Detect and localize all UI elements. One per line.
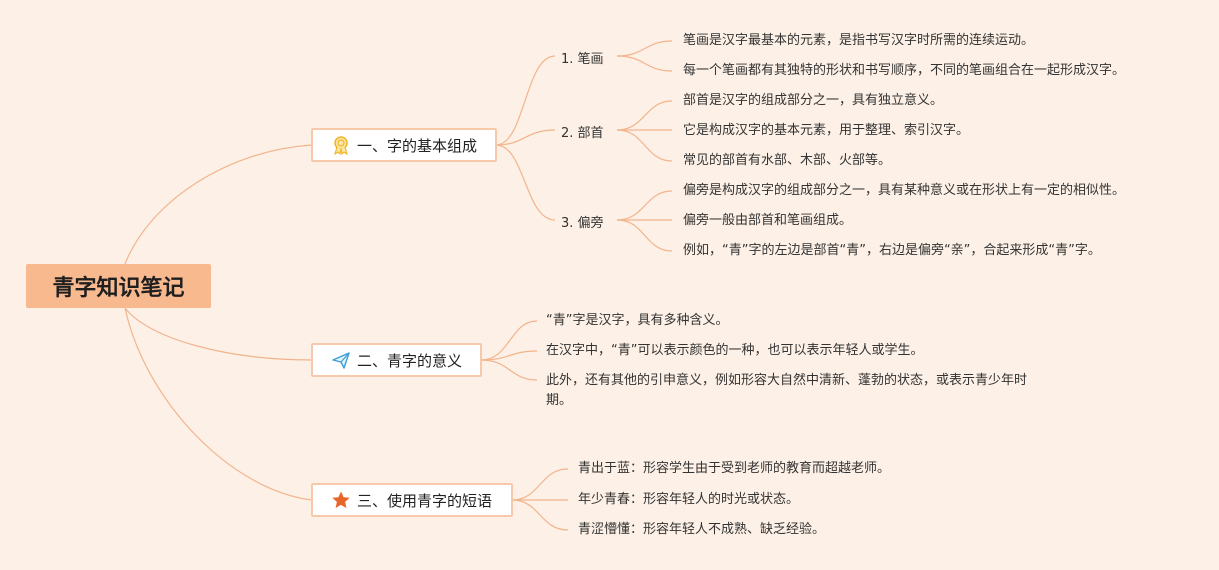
sub-node-strokes[interactable]: 1. 笔画 bbox=[561, 52, 604, 67]
award-ribbon-icon bbox=[331, 135, 351, 155]
sub-node-radicals[interactable]: 2. 部首 bbox=[561, 126, 604, 141]
leaf-item[interactable]: 青涩懵懂：形容年轻人不成熟、缺乏经验。 bbox=[578, 522, 826, 537]
leaf-item[interactable]: 它是构成汉字的基本元素，用于整理、索引汉字。 bbox=[683, 123, 970, 138]
leaf-item[interactable]: “青”字是汉字，具有多种含义。 bbox=[546, 313, 729, 328]
leaf-item[interactable]: 在汉字中，“青”可以表示颜色的一种，也可以表示年轻人或学生。 bbox=[546, 343, 924, 358]
branch-label: 一、字的基本组成 bbox=[357, 136, 478, 155]
leaf-item[interactable]: 常见的部首有水部、木部、火部等。 bbox=[683, 153, 892, 168]
leaf-item[interactable]: 每一个笔画都有其独特的形状和书写顺序，不同的笔画组合在一起形成汉字。 bbox=[683, 63, 1126, 78]
leaf-item[interactable]: 偏旁是构成汉字的组成部分之一，具有某种意义或在形状上有一定的相似性。 bbox=[683, 183, 1126, 198]
leaf-item[interactable]: 年少青春：形容年轻人的时光或状态。 bbox=[578, 492, 800, 507]
leaf-item[interactable]: 笔画是汉字最基本的元素，是指书写汉字时所需的连续运动。 bbox=[683, 33, 1035, 48]
branch-node-basic-components[interactable]: 一、字的基本组成 bbox=[311, 128, 497, 162]
branch-node-meaning[interactable]: 二、青字的意义 bbox=[311, 343, 482, 377]
branch-label: 二、青字的意义 bbox=[357, 351, 463, 370]
star-icon bbox=[331, 490, 351, 510]
root-node[interactable]: 青字知识笔记 bbox=[26, 264, 211, 308]
branch-node-phrases[interactable]: 三、使用青字的短语 bbox=[311, 483, 513, 517]
branch-label: 三、使用青字的短语 bbox=[357, 491, 493, 510]
root-title: 青字知识笔记 bbox=[52, 276, 185, 301]
leaf-item[interactable]: 例如，“青”字的左边是部首“青”，右边是偏旁“亲”，合起来形成“青”字。 bbox=[683, 243, 1101, 258]
leaf-item[interactable]: 青出于蓝：形容学生由于受到老师的教育而超越老师。 bbox=[578, 461, 891, 476]
paper-plane-icon bbox=[331, 350, 351, 370]
leaf-item[interactable]: 此外，还有其他的引申意义，例如形容大自然中清新、蓬勃的状态，或表示青少年时期。 bbox=[546, 373, 1028, 408]
leaf-item[interactable]: 部首是汉字的组成部分之一，具有独立意义。 bbox=[683, 93, 944, 108]
sub-node-components[interactable]: 3. 偏旁 bbox=[561, 216, 604, 231]
leaf-item[interactable]: 偏旁一般由部首和笔画组成。 bbox=[683, 213, 853, 228]
